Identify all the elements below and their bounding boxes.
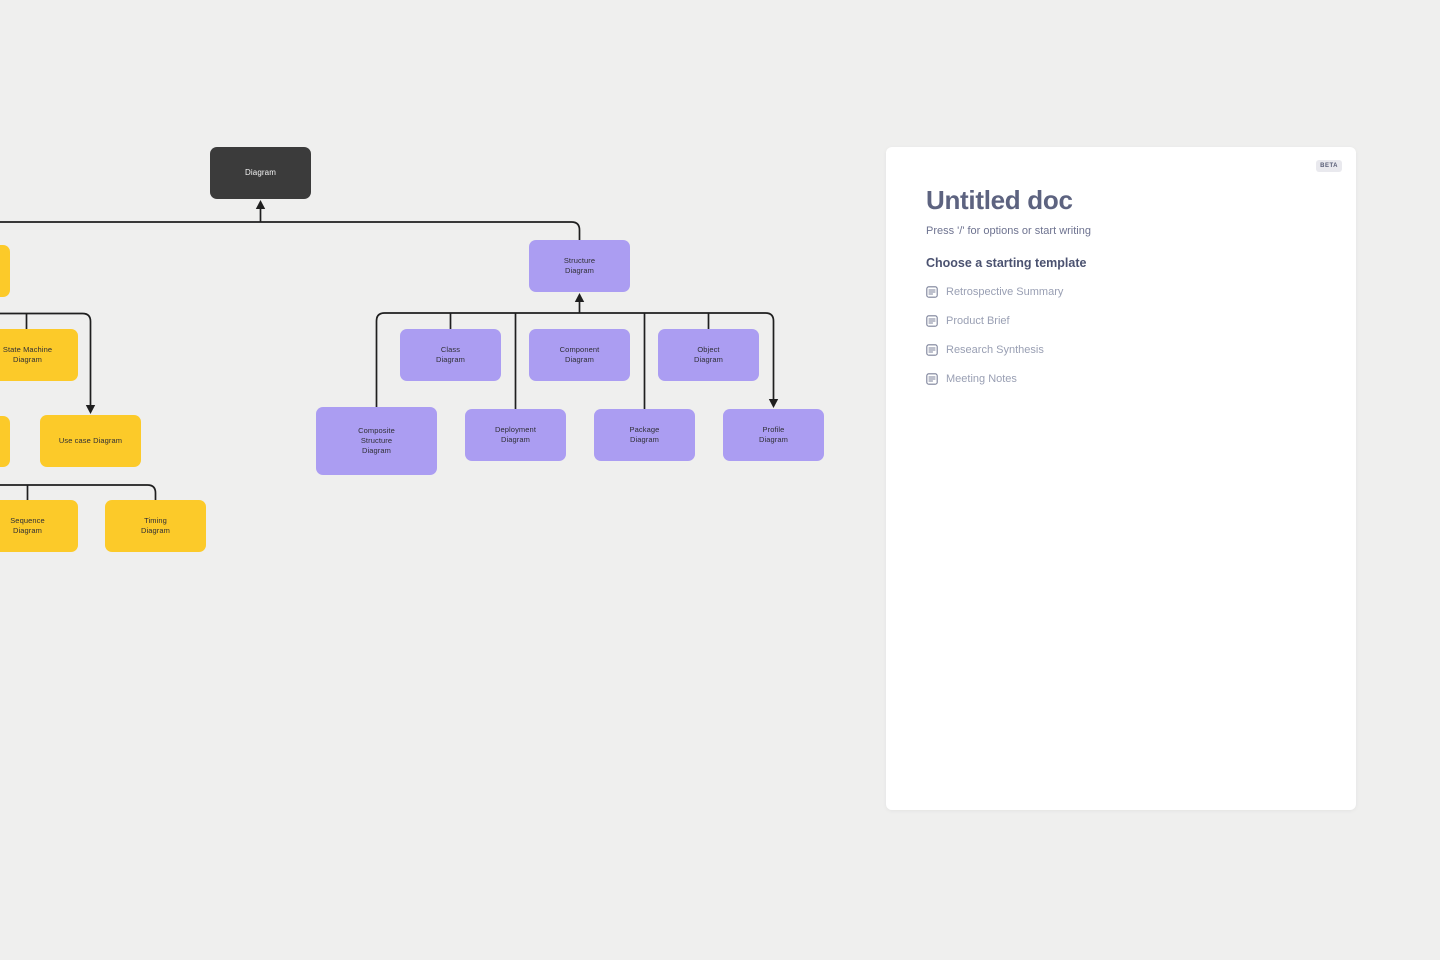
node-package-diagram[interactable]: Package Diagram: [594, 409, 695, 461]
node-clipped-behavior[interactable]: [0, 245, 10, 297]
node-composite-structure-diagram[interactable]: Composite Structure Diagram: [316, 407, 437, 475]
template-list: Retrospective Summary Product Brief Rese…: [926, 284, 1316, 387]
template-section-heading: Choose a starting template: [926, 256, 1087, 270]
node-label: Diagram: [245, 167, 276, 177]
node-label: Structure Diagram: [563, 255, 596, 275]
node-label: Deployment Diagram: [494, 424, 537, 444]
doc-panel: BETA Untitled doc Press '/' for options …: [886, 147, 1356, 810]
node-timing-diagram[interactable]: Timing Diagram: [105, 500, 206, 552]
document-icon: [926, 373, 938, 385]
node-deployment-diagram[interactable]: Deployment Diagram: [465, 409, 566, 461]
node-label: Use case Diagram: [58, 435, 123, 445]
template-item-research-synthesis[interactable]: Research Synthesis: [926, 342, 1316, 358]
template-label: Retrospective Summary: [946, 286, 1064, 298]
node-label: Profile Diagram: [758, 424, 789, 444]
node-profile-diagram[interactable]: Profile Diagram: [723, 409, 824, 461]
document-icon: [926, 315, 938, 327]
template-item-product-brief[interactable]: Product Brief: [926, 313, 1316, 329]
node-diagram[interactable]: Diagram: [210, 147, 311, 199]
beta-badge: BETA: [1316, 160, 1342, 172]
node-class-diagram[interactable]: Class Diagram: [400, 329, 501, 381]
node-use-case-diagram[interactable]: Use case Diagram: [40, 415, 141, 467]
node-component-diagram[interactable]: Component Diagram: [529, 329, 630, 381]
node-sequence-diagram[interactable]: Sequence Diagram: [0, 500, 78, 552]
node-structure-diagram[interactable]: Structure Diagram: [529, 240, 630, 292]
document-icon: [926, 286, 938, 298]
template-label: Research Synthesis: [946, 344, 1044, 356]
node-label: Sequence Diagram: [10, 515, 45, 535]
doc-hint-text: Press '/' for options or start writing: [926, 225, 1091, 237]
node-label: Object Diagram: [693, 344, 724, 364]
node-label: Package Diagram: [629, 424, 660, 444]
doc-title[interactable]: Untitled doc: [926, 185, 1073, 215]
template-label: Product Brief: [946, 315, 1010, 327]
node-object-diagram[interactable]: Object Diagram: [658, 329, 759, 381]
node-label: State Machine Diagram: [2, 344, 53, 364]
template-item-meeting-notes[interactable]: Meeting Notes: [926, 371, 1316, 387]
template-item-retrospective-summary[interactable]: Retrospective Summary: [926, 284, 1316, 300]
document-icon: [926, 344, 938, 356]
node-label: Timing Diagram: [140, 515, 171, 535]
template-label: Meeting Notes: [946, 373, 1017, 385]
node-label: Class Diagram: [435, 344, 466, 364]
node-label: Composite Structure Diagram: [358, 425, 395, 456]
node-state-machine-diagram[interactable]: State Machine Diagram: [0, 329, 78, 381]
node-label: Component Diagram: [559, 344, 600, 364]
node-clipped-interaction[interactable]: [0, 416, 10, 467]
